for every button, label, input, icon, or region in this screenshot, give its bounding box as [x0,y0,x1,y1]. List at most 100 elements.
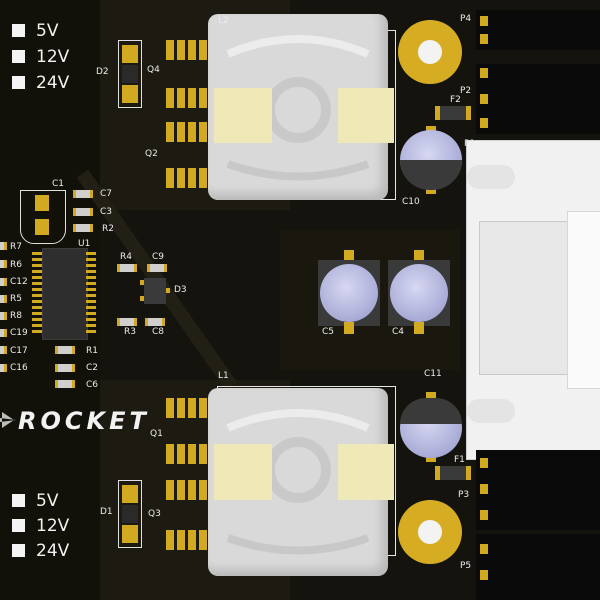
label-c4: C4 [392,327,405,337]
label-r1: R1 [86,346,98,356]
inductor-l2-pad-right [338,88,394,143]
smd-c7 [73,190,93,198]
label-c8: C8 [152,327,165,337]
label-f2: F2 [450,95,461,105]
voltage-option-5v-top: 5V [12,22,58,40]
label-c10: C10 [402,197,420,207]
ic-u1 [34,248,96,340]
smd-r1 [55,346,75,354]
mosfet-q3 [166,480,207,554]
smd-r2 [73,224,93,232]
checkbox-square [12,519,25,532]
smd-c16 [0,364,7,372]
label-c11: C11 [424,369,442,379]
label-c9: C9 [152,252,165,262]
label-p1: P1 [464,139,476,149]
fuse-f1 [435,466,471,480]
label-r7: R7 [10,242,22,252]
label-c19: C19 [10,328,28,338]
label-l1: L1 [218,371,229,381]
label-r5: R5 [10,294,22,304]
capacitor-c4 [388,250,450,334]
label-r2: R2 [102,224,114,234]
mosfet-q2 [166,122,207,192]
diode-d1 [118,480,142,548]
capacitor-c10 [400,126,462,194]
smd-r6 [0,260,7,268]
label-r3: R3 [124,327,136,337]
diode-d2 [118,40,142,108]
mounting-hole-top [398,20,462,84]
smd-c12 [0,278,7,286]
header-p4 [476,10,600,50]
smd-c6 [55,380,75,388]
inductor-l2-pad-left [214,88,272,143]
checkbox-square [12,24,25,37]
voltage-option-12v-top: 12V [12,48,69,66]
header-p5 [476,534,600,600]
label-c2: C2 [86,363,99,373]
mounting-hole-bottom [398,500,462,564]
label-d2: D2 [96,67,109,77]
ic-u1-pins-right [86,252,96,336]
label-p4: P4 [460,14,472,24]
smd-r8 [0,312,7,320]
inductor-l1-pad-right [338,444,394,500]
checkbox-square [12,76,25,89]
label-r6: R6 [10,260,22,270]
label-c1: C1 [52,179,65,189]
smd-r5 [0,295,7,303]
label-q2: Q2 [145,149,158,159]
label-d3: D3 [174,285,187,295]
checkbox-square [12,50,25,63]
ic-u1-pins-left [32,252,42,336]
smd-c3 [73,208,93,216]
label-u1: U1 [78,239,91,249]
inductor-l1-pad-left [214,444,272,500]
label-r4: R4 [120,252,132,262]
label-d1: D1 [100,507,113,517]
label-q1: Q1 [150,429,163,439]
connector-housing [466,140,600,460]
fuse-f2 [435,106,471,120]
header-p3 [476,450,600,530]
smd-r4 [117,264,137,272]
smd-c19 [0,329,7,337]
label-f1: F1 [454,455,465,465]
brand-text: ROCKET [18,407,150,435]
capacitor-c11 [400,392,462,462]
mosfet-q4 [166,40,207,110]
smd-r7 [0,242,7,250]
label-c6: C6 [86,380,99,390]
capacitor-c5 [318,250,380,334]
voltage-option-24v-bottom: 24V [12,542,69,560]
smd-c9 [147,264,167,272]
label-c17: C17 [10,346,28,356]
smd-c2 [55,364,75,372]
label-r8: R8 [10,311,22,321]
label-c7: C7 [100,189,113,199]
label-l2: L2 [218,16,229,26]
smd-c8 [145,318,165,326]
smd-r3 [117,318,137,326]
label-p5: P5 [460,561,472,571]
label-c12: C12 [10,277,28,287]
voltage-option-5v-bottom: 5V [12,492,58,510]
diode-d3 [140,278,170,304]
label-p2: P2 [460,86,472,96]
smd-c17 [0,346,7,354]
header-p2 [476,64,600,134]
label-q3: Q3 [148,509,161,519]
voltage-option-12v-bottom: 12V [12,517,69,535]
label-c16: C16 [10,363,28,373]
mosfet-q1 [166,398,207,468]
capacitor-c1 [20,190,66,244]
checkbox-square [12,494,25,507]
label-c3: C3 [100,207,113,217]
label-q4: Q4 [147,65,160,75]
label-c5: C5 [322,327,335,337]
voltage-option-24v-top: 24V [12,74,69,92]
label-p3: P3 [458,490,470,500]
checkbox-square [12,544,25,557]
